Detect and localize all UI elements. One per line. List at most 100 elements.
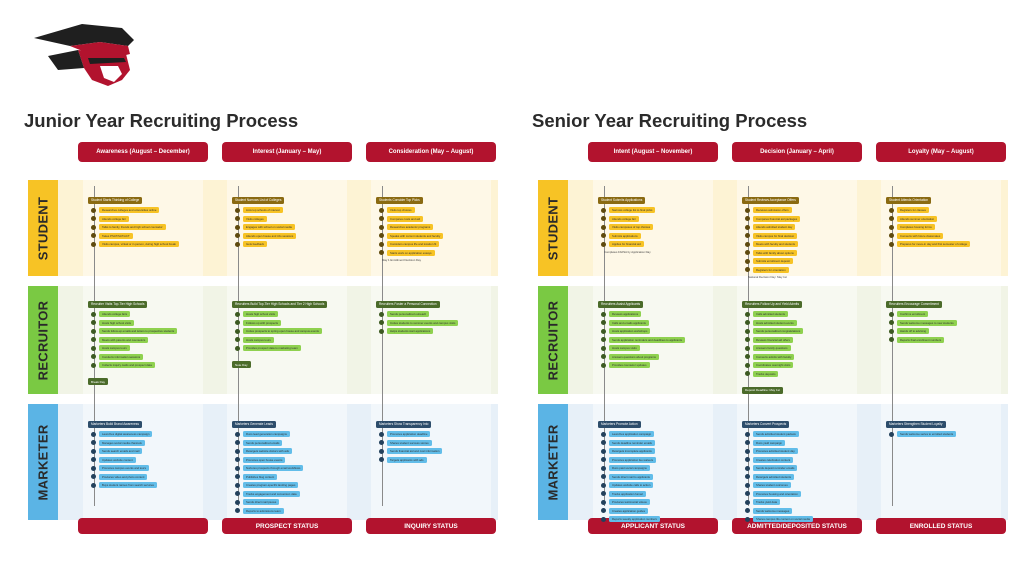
student-step-item: Submits applications (601, 232, 713, 241)
step-dot-icon (745, 474, 750, 480)
step-dot-icon (745, 499, 750, 505)
step-label: Launches application campaign (609, 431, 655, 438)
stage-header: Consideration (May – August) (366, 142, 496, 162)
marketer-step-item: Sends search emails and mail (91, 447, 203, 456)
student-step-item: Gets feedback (235, 240, 347, 249)
step-dot-icon (379, 207, 384, 213)
lane-label-student: STUDENT (28, 180, 58, 276)
step-label: Attends college fair (609, 215, 639, 222)
step-label: Submits enrollment deposit (753, 258, 793, 265)
step-label: Reports weekly application numbers (609, 516, 660, 523)
step-label: Visits top choices (387, 207, 415, 214)
step-dot-icon (601, 362, 606, 368)
step-dot-icon (745, 328, 750, 334)
stage-header: Loyalty (May – August) (876, 142, 1006, 162)
step-label: Answers family questions (753, 345, 791, 352)
lane-label-text: RECRUITOR (545, 300, 561, 380)
step-dot-icon (601, 337, 606, 343)
step-label: Attends open house and info sessions (243, 232, 297, 239)
step-label: Sends application reminders and deadline… (609, 336, 685, 343)
step-dot-icon (235, 499, 240, 505)
recruiter-step-item: Connects admits with faculty (745, 353, 857, 362)
recruiter-step-item: Invites prospects to spring open house a… (235, 327, 347, 336)
recruiter-step-item: Sends welcome messages to new students (889, 319, 1001, 328)
step-dot-icon (601, 499, 606, 505)
step-label: Hosts high school visits (243, 311, 279, 318)
timeline-line (382, 186, 383, 506)
panel-title: Senior Year Recruiting Process (532, 110, 808, 131)
marketer-step-item: Produces testimonial videos (601, 498, 713, 507)
step-dot-icon (91, 207, 96, 213)
step-label: Invites prospects to spring open house a… (243, 328, 322, 335)
step-label: Shares campus life content on social med… (753, 516, 813, 523)
step-label: Attends college fairs (99, 311, 131, 318)
step-label: Completes housing forms (897, 224, 935, 231)
recruiter-step-item: Reviews applications (601, 310, 713, 319)
student-step-item: Considers campus life and location fit (379, 240, 491, 249)
step-label: Buys student names from search services (99, 482, 157, 489)
step-dot-icon (745, 241, 750, 247)
step-dot-icon (379, 241, 384, 247)
step-label: Sends admitted student packets (753, 431, 799, 438)
step-dot-icon (235, 207, 240, 213)
marketer-step-item: Publishes blog content (235, 473, 347, 482)
step-dot-icon (601, 508, 606, 514)
status-footer: PROSPECT STATUS (222, 518, 352, 534)
recruiter-stage-group: Recruiters Build Top-Tier High Schools a… (232, 292, 347, 371)
marketer-step-item: Manages social media channels (91, 439, 203, 448)
step-dot-icon (91, 465, 96, 471)
student-step-item: Talks to family, friends and high school… (91, 223, 203, 232)
recruiter-step-item: Hosts campus tours (91, 344, 203, 353)
step-dot-icon (91, 233, 96, 239)
recruiter-step-item: Invites students to summer events and ca… (379, 319, 491, 328)
step-label: Sends personalized outreach (387, 311, 430, 318)
step-label: Attends college fair (99, 215, 129, 222)
student-step-item: Registers for classes (889, 206, 1001, 215)
marketer-step-item: Reports weekly application numbers (601, 515, 713, 524)
step-label: Runs paid social campaigns (609, 465, 650, 472)
step-label: Visits campus for final decision (753, 232, 798, 239)
student-step-item: Attends summer orientation (889, 215, 1001, 224)
step-dot-icon (235, 491, 240, 497)
student-step-header: Students Consider Top Picks (376, 196, 423, 204)
step-dot-icon (601, 516, 606, 522)
step-label: Starts work on application essays (387, 249, 435, 256)
step-dot-icon (235, 431, 240, 437)
step-dot-icon (91, 241, 96, 247)
step-label: Visits campus, virtual or in person, dur… (99, 241, 179, 248)
recruiter-step-item: Hands off to advising (889, 327, 1001, 336)
marketer-step-item: Promotes campus events and tours (91, 464, 203, 473)
step-dot-icon (745, 250, 750, 256)
status-footer: ENROLLED STATUS (876, 518, 1006, 534)
marketer-step-item: Sends deposit reminder emails (745, 464, 857, 473)
student-step-header: Student Narrows List of Colleges (232, 196, 285, 204)
status-footer: INQUIRY STATUS (366, 518, 496, 534)
marketer-step-item: Updates website calls to action (601, 481, 713, 490)
step-dot-icon (91, 337, 96, 343)
step-dot-icon (601, 224, 606, 230)
step-label: Sends direct mail pieces (243, 499, 280, 506)
stage-header: Intent (August – November) (588, 142, 718, 162)
recruiter-step-item: Hosts application workshops (601, 327, 713, 336)
student-step-item: Registers for orientation (745, 266, 857, 275)
step-label: Hands off to advising (897, 328, 930, 335)
step-label: Promotes application fee waivers (609, 456, 657, 463)
student-step-item: Receives admission offers (745, 206, 857, 215)
recruiter-step-item: Follows up with prospects (235, 319, 347, 328)
step-label: Answers questions about programs (609, 353, 659, 360)
lane-label-text: RECRUITOR (35, 300, 51, 380)
step-label: Receives admission offers (753, 207, 792, 214)
step-label: Applies for financial aid (609, 241, 644, 248)
stage-column: Consideration (May – August) INQUIRY STAT… (366, 140, 496, 536)
step-label: Promotes admitted student day (753, 448, 798, 455)
step-dot-icon (889, 328, 894, 334)
step-dot-icon (601, 431, 606, 437)
step-label: Researches academic programs (387, 224, 434, 231)
student-step-item: Starts work on application essays (379, 249, 491, 258)
step-label: Registers for orientation (753, 266, 789, 273)
lane-label-text: STUDENT (545, 196, 561, 260)
